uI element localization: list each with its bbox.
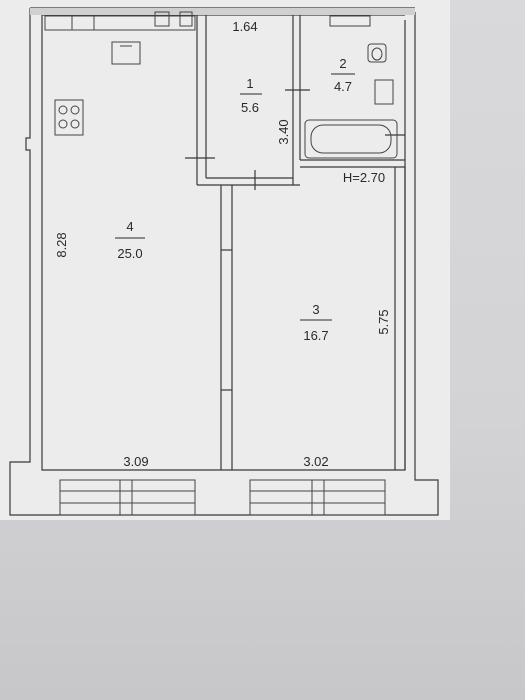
washing-machine-icon — [374, 79, 394, 105]
ceiling-height-label: H=2.70 — [343, 170, 385, 185]
interior-walls — [185, 15, 406, 470]
bathroom-fixtures — [304, 15, 398, 159]
room-3-width-label: 3.02 — [303, 454, 328, 469]
washbasin-icon — [329, 15, 371, 27]
room-4-length-label: 8.28 — [54, 232, 69, 257]
plan-paper — [0, 0, 450, 520]
room-4-width-label: 3.09 — [123, 454, 148, 469]
corridor-width-label: 1.64 — [232, 19, 257, 34]
room-4-area: 25.0 — [117, 246, 142, 261]
stove-icon — [54, 99, 84, 136]
bathtub-icon — [304, 119, 398, 159]
corridor-length-label: 3.40 — [276, 119, 291, 144]
sink-icon — [111, 41, 141, 65]
room-2-number: 2 — [339, 56, 346, 71]
room-3-number: 3 — [312, 302, 319, 317]
kitchen-fixtures — [44, 11, 196, 65]
room-3-length-label: 5.75 — [376, 309, 391, 334]
room-1-number: 1 — [246, 76, 253, 91]
room-2-area: 4.7 — [334, 79, 352, 94]
north-wall-fill — [30, 8, 415, 15]
toilet-icon — [367, 43, 387, 63]
room-4-number: 4 — [126, 219, 133, 234]
room-1-area: 5.6 — [241, 100, 259, 115]
windows — [59, 479, 386, 516]
room-3-area: 16.7 — [303, 328, 328, 343]
